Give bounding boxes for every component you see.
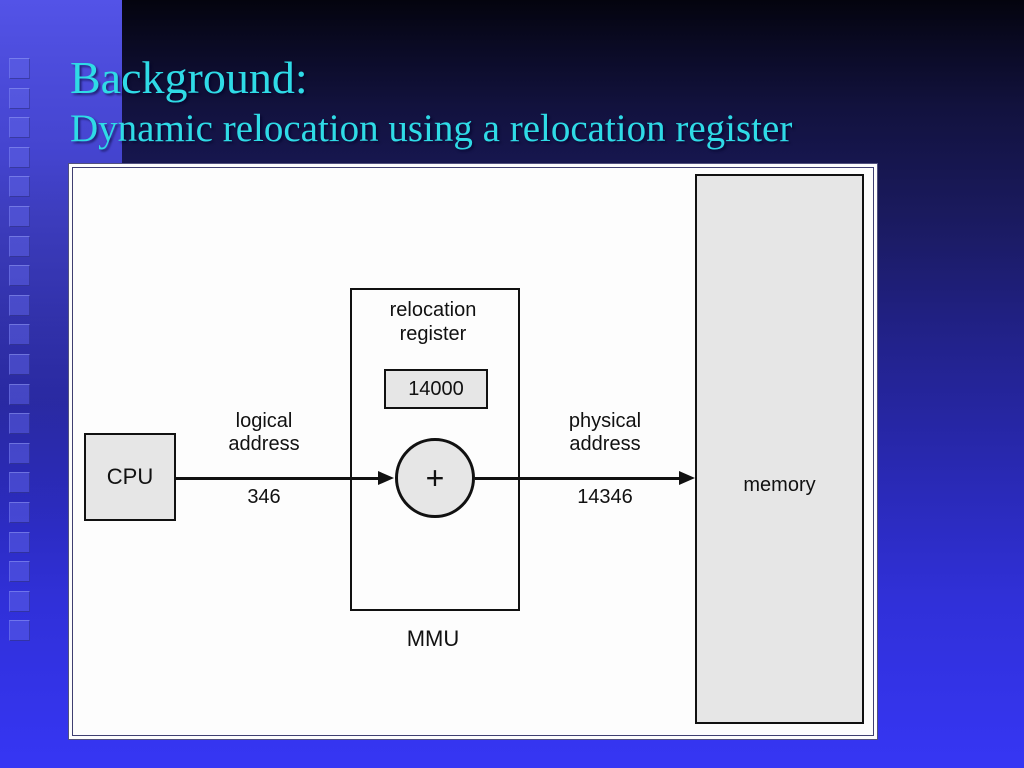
physical-address-arrow-line [475, 477, 680, 480]
relocation-register-value: 14000 [408, 377, 464, 400]
title-line-1: Background: [70, 52, 308, 103]
decorative-square [9, 324, 30, 346]
decorative-square [9, 590, 30, 612]
relocation-register-value-box: 14000 [384, 369, 488, 409]
decorative-square [9, 383, 30, 405]
physical-address-label: physical address [540, 410, 670, 456]
decorative-square [9, 502, 30, 523]
decorative-square [9, 58, 30, 79]
physical-address-arrowhead-icon [679, 471, 695, 485]
decorative-square [9, 176, 30, 198]
relocation-register-label-line1: relocation [389, 299, 477, 321]
cpu-label: CPU [106, 464, 154, 489]
diagram-panel: CPU logical address 346 relocation regis… [68, 163, 878, 740]
physical-address-label-line1: physical [568, 410, 642, 432]
decorative-square [9, 354, 30, 375]
decorative-square [9, 206, 30, 227]
relocation-register-label-line2: register [399, 323, 467, 345]
decorative-square [9, 620, 30, 642]
decorative-square [9, 117, 30, 139]
plus-icon: + [425, 459, 445, 496]
decorative-square [9, 87, 30, 109]
logical-address-value: 346 [247, 486, 281, 508]
decorative-square [9, 413, 30, 435]
logical-address-label-line1: logical [235, 410, 293, 432]
decorative-square [9, 235, 30, 257]
logical-address-arrowhead-icon [378, 471, 394, 485]
mmu-label: MMU [406, 626, 460, 651]
logical-address-arrow-line [176, 477, 379, 480]
logical-address-label-line2: address [228, 433, 300, 455]
relocation-register-label: relocation register [350, 298, 516, 346]
decorative-square [9, 146, 30, 168]
decorative-square [9, 472, 30, 494]
adder-circle: + [395, 438, 475, 518]
physical-address-value: 14346 [577, 486, 633, 508]
mmu-box [350, 288, 520, 611]
memory-label: memory [743, 474, 816, 496]
decorative-square [9, 531, 30, 553]
slide-title: Background: Dynamic relocation using a r… [70, 52, 990, 154]
logical-address-label: logical address [199, 410, 329, 456]
physical-address-label-line2: address [569, 433, 641, 455]
decorative-square [9, 442, 30, 464]
decorative-square [9, 265, 30, 287]
decorative-square [9, 561, 30, 583]
decorative-square [9, 294, 30, 316]
cpu-box: CPU [84, 433, 176, 521]
memory-box: memory [695, 174, 864, 724]
title-line-2: Dynamic relocation using a relocation re… [70, 107, 793, 150]
